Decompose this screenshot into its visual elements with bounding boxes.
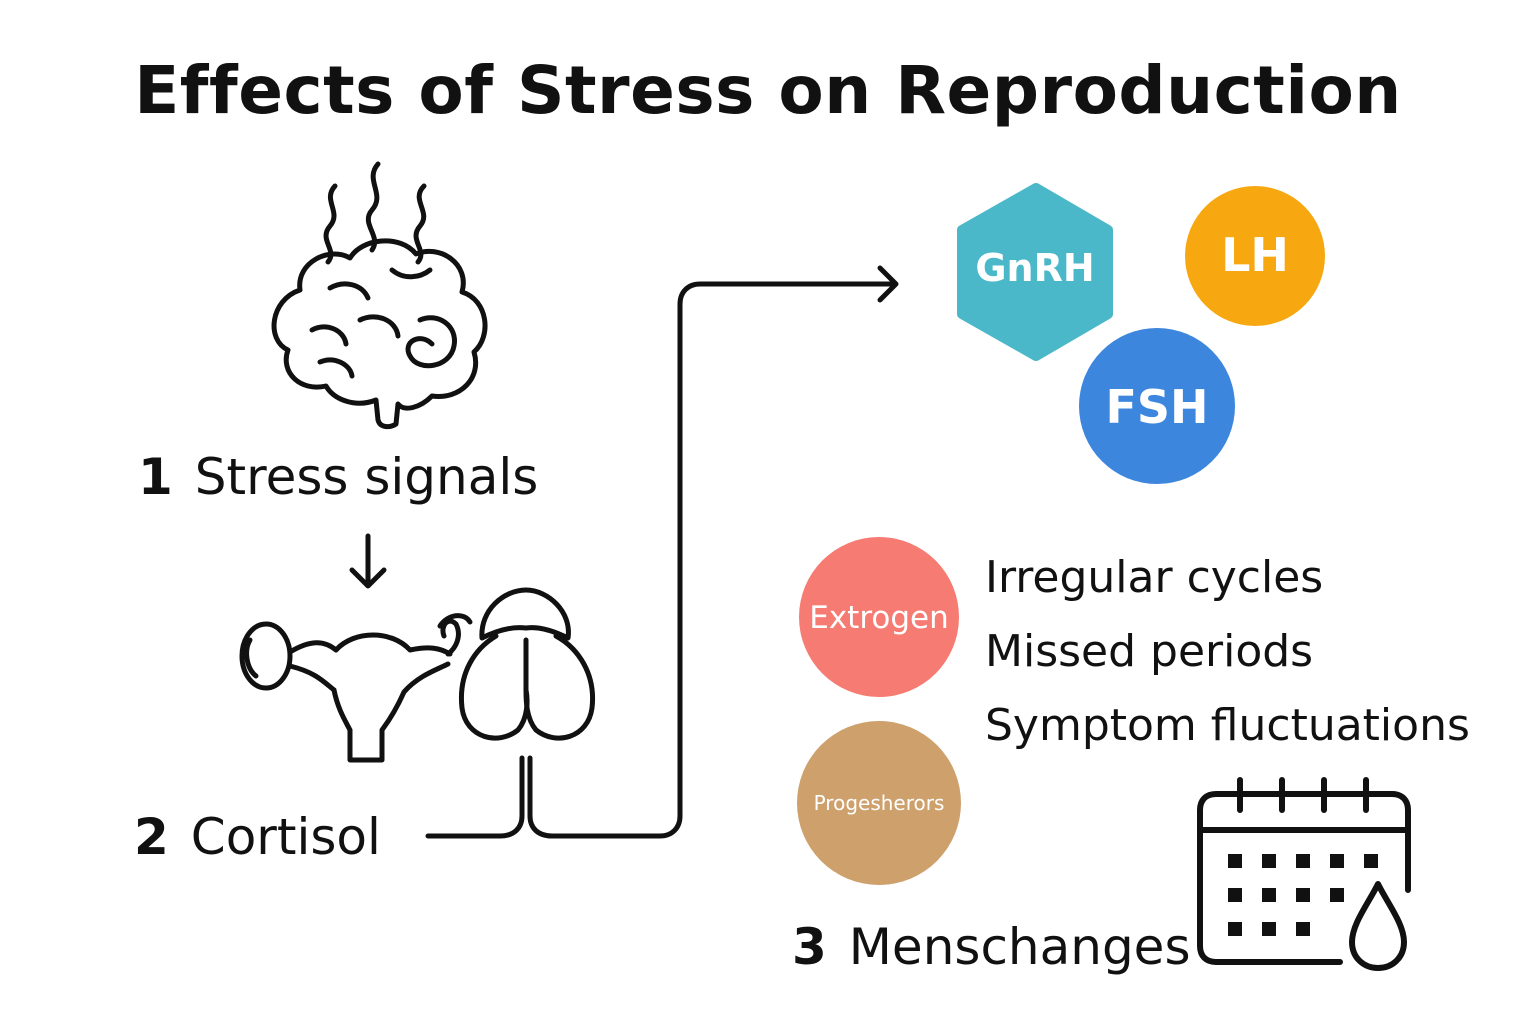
step-3-number: 3 xyxy=(792,918,827,976)
progesterone-circle xyxy=(797,721,961,885)
page-title: Effects of Stress on Reproduction xyxy=(134,52,1402,129)
arrow-down-icon xyxy=(349,533,387,589)
gnrh-label: GnRH xyxy=(975,246,1095,290)
estrogen-circle xyxy=(799,537,959,697)
lh-label: LH xyxy=(1221,228,1289,282)
estrogen-label: Extrogen xyxy=(809,600,949,636)
arrow-right-icon xyxy=(877,265,899,303)
cortisol-connector xyxy=(425,281,897,839)
effect-item: Symptom fluctuations xyxy=(985,700,1470,751)
step-1-number: 1 xyxy=(138,448,173,506)
lh-circle xyxy=(1185,186,1325,326)
fsh-label: FSH xyxy=(1105,380,1209,434)
brain-icon xyxy=(271,238,488,430)
step-1: 1 Stress signals xyxy=(138,448,538,506)
effect-item: Irregular cycles xyxy=(985,552,1324,603)
step-2-label: Cortisol xyxy=(190,808,381,866)
calendar-days xyxy=(1228,854,1378,936)
gnrh-hexagon xyxy=(957,183,1113,361)
drop-icon xyxy=(1349,881,1407,971)
step-2: 2 Cortisol xyxy=(134,808,381,866)
step-3: 3 Menschanges xyxy=(792,918,1191,976)
step-2-number: 2 xyxy=(134,808,169,866)
fsh-circle xyxy=(1079,328,1235,484)
step-1-label: Stress signals xyxy=(194,448,539,506)
effect-item: Missed periods xyxy=(985,626,1314,677)
calendar-icon xyxy=(1197,777,1411,965)
uterus-icon xyxy=(239,613,473,763)
progesterone-label: Progesherors xyxy=(813,791,945,815)
step-3-label: Menschanges xyxy=(848,918,1191,976)
testes-icon xyxy=(458,587,596,741)
